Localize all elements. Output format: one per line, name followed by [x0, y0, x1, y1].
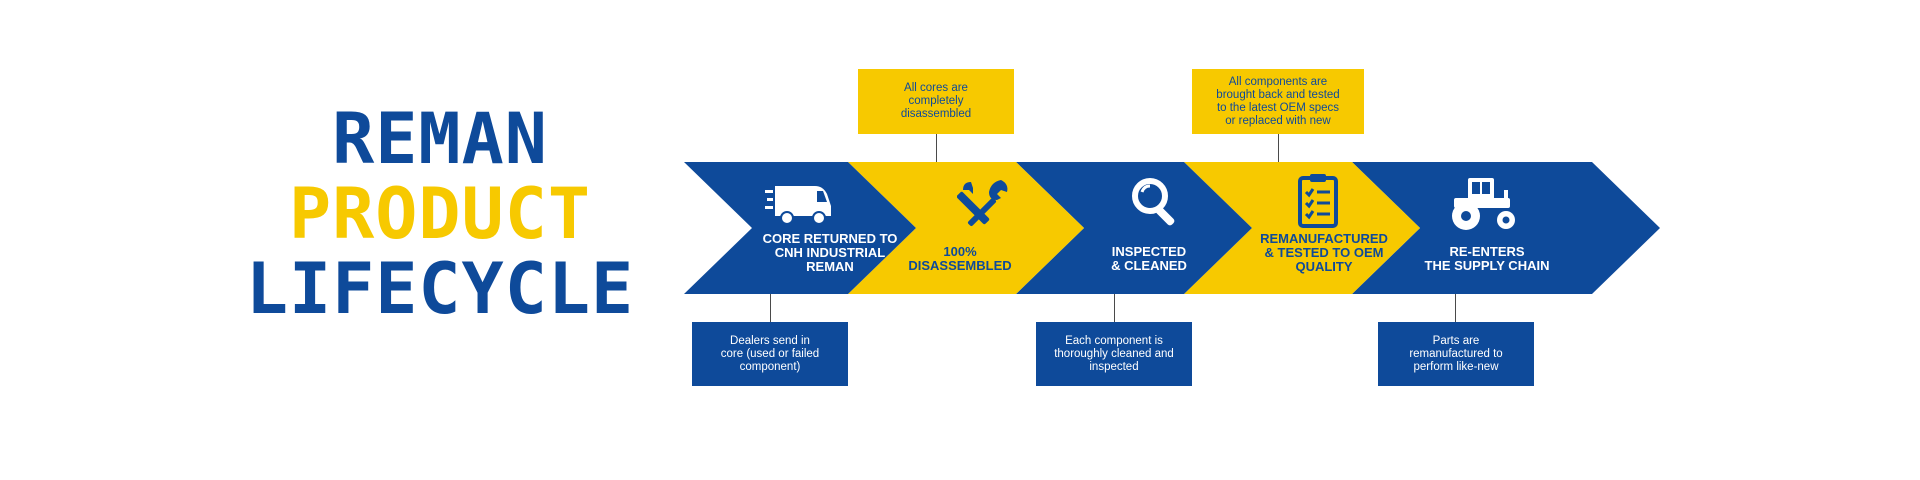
connector-top-step-4	[1278, 134, 1279, 162]
title-line-lifecycle: LIFECYCLE	[245, 248, 635, 330]
note-parts-like-new: Parts are remanufactured to perform like…	[1378, 322, 1534, 386]
clipboard-checklist-icon	[1298, 174, 1338, 228]
connector-bottom-step-5	[1455, 294, 1456, 322]
wrench-screwdriver-icon	[957, 180, 1008, 227]
step-label-remanufactured: REMANUFACTURED & TESTED TO OEM QUALITY	[1260, 231, 1388, 274]
note-tested-oem: All components are brought back and test…	[1192, 69, 1364, 134]
connector-bottom-step-1	[770, 294, 771, 322]
tractor-icon	[1452, 178, 1515, 230]
step-label-core-returned: CORE RETURNED TO CNH INDUSTRIAL REMAN	[762, 231, 898, 274]
step-chevron-disassembled	[848, 162, 1084, 294]
connector-top-step-2	[936, 134, 937, 162]
note-component-cleaned: Each component is thoroughly cleaned and…	[1036, 322, 1192, 386]
step-chevron-inspected	[1016, 162, 1252, 294]
step-chevron-core-returned	[684, 162, 916, 294]
lifecycle-title: REMAN PRODUCT LIFECYCLE	[240, 102, 640, 327]
connector-bottom-step-3	[1114, 294, 1115, 322]
delivery-van-icon	[765, 186, 831, 225]
step-chevron-remanufactured	[1184, 162, 1420, 294]
step-label-disassembled: 100% DISASSEMBLED	[908, 244, 1012, 273]
title-line-product: PRODUCT	[288, 173, 591, 255]
title-line-reman: REMAN	[332, 98, 548, 180]
note-disassembled: All cores are completely disassembled	[858, 69, 1014, 134]
step-label-inspected: INSPECTED & CLEANED	[1111, 244, 1187, 273]
magnifier-icon	[1132, 178, 1175, 226]
step-label-re-enters: RE-ENTERS THE SUPPLY CHAIN	[1424, 244, 1550, 273]
note-dealers-send-core: Dealers send in core (used or failed com…	[692, 322, 848, 386]
